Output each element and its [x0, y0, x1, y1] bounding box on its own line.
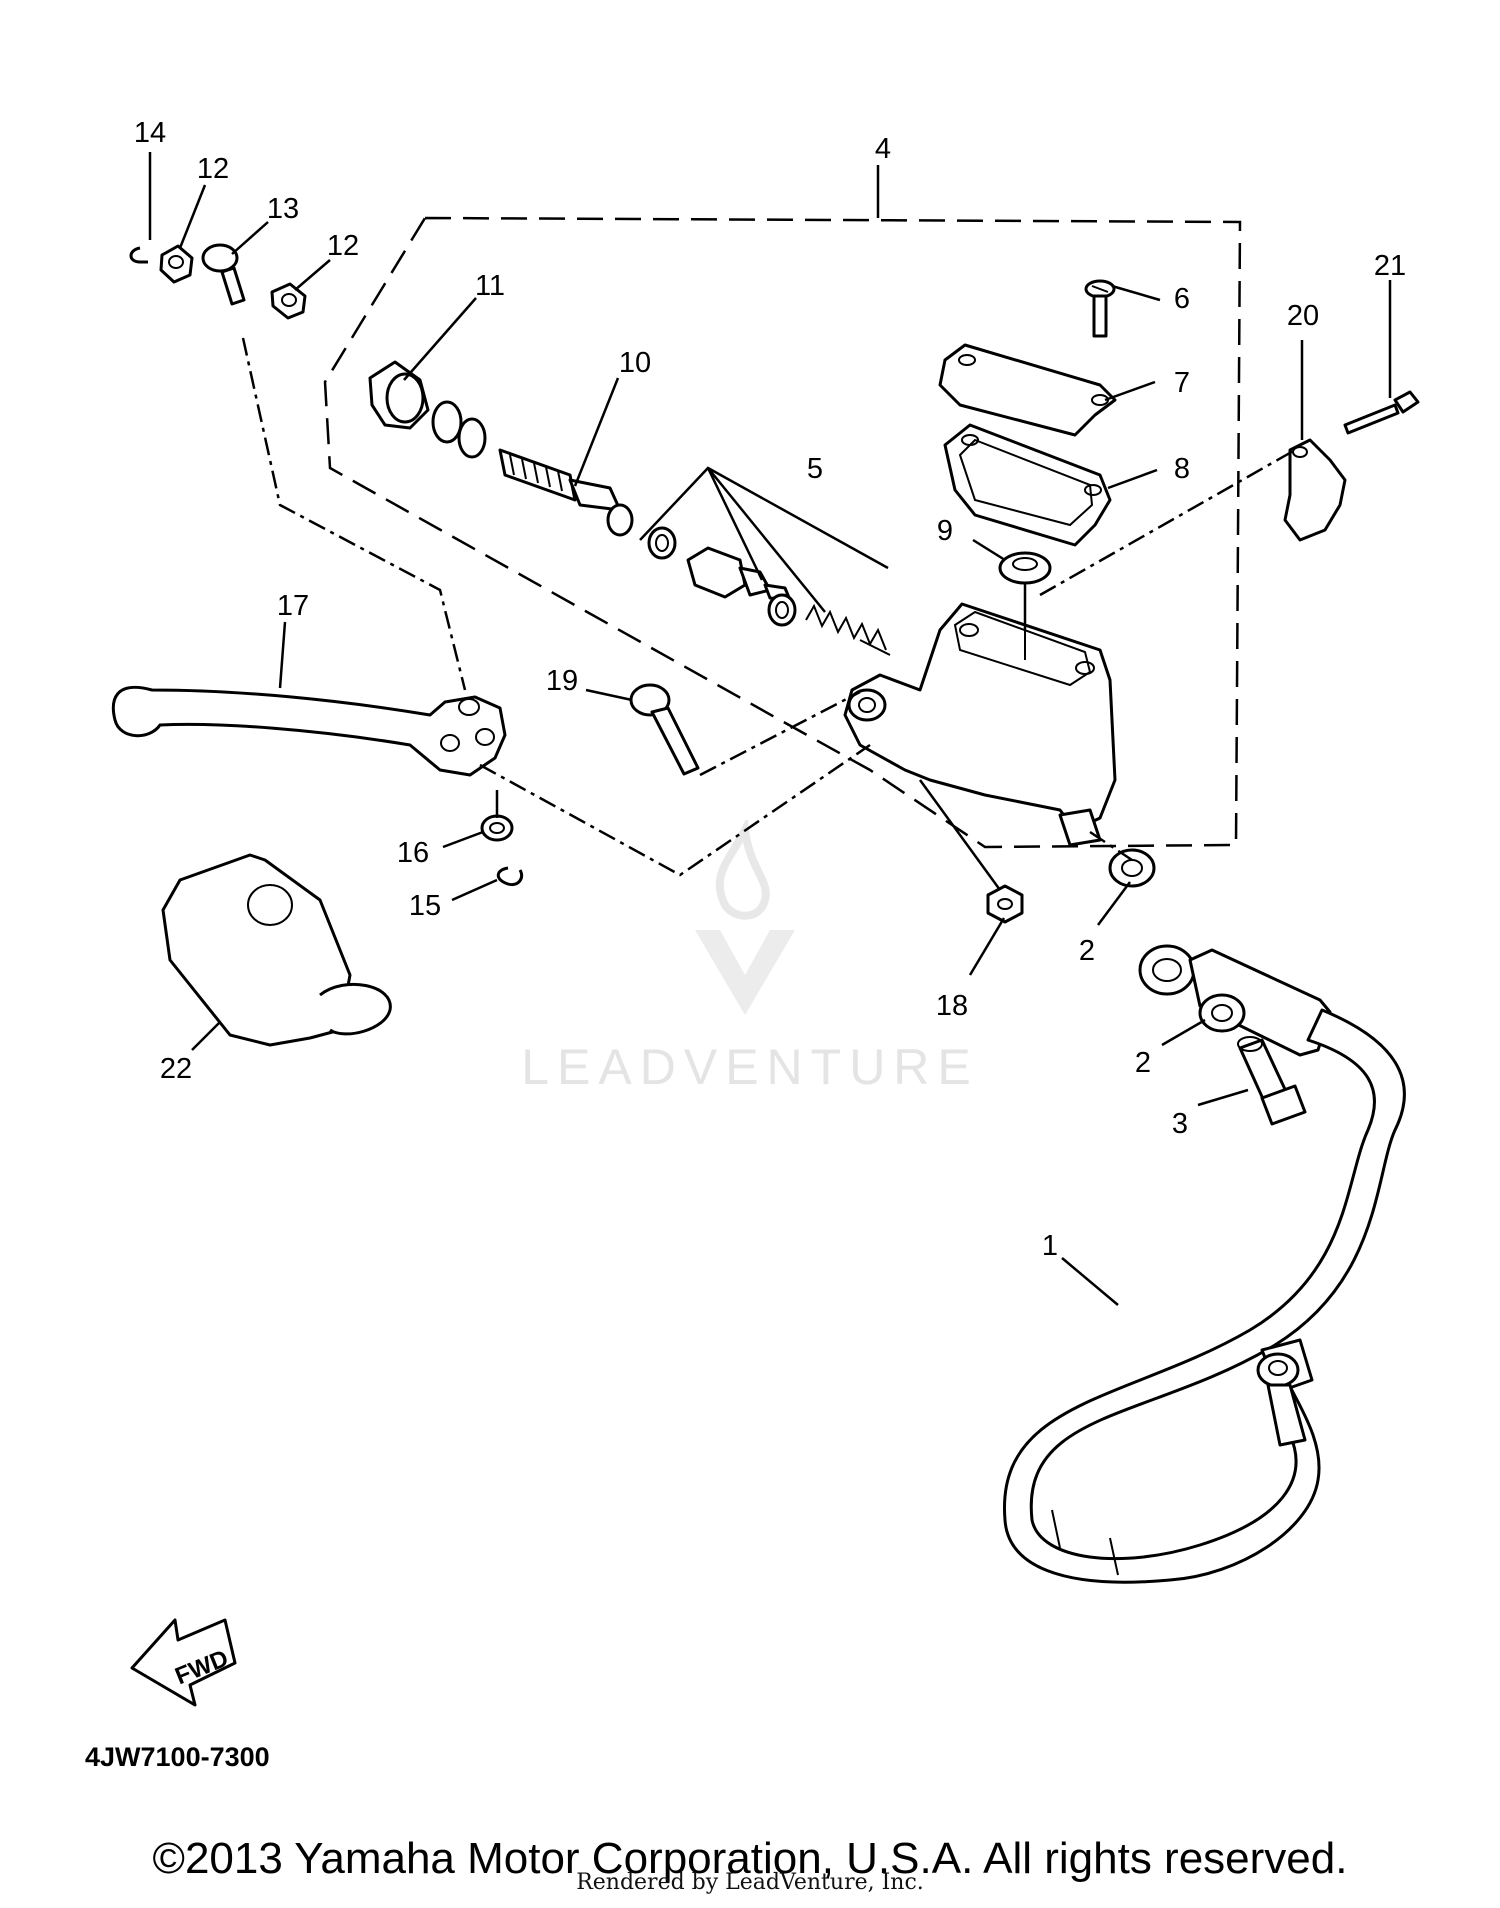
part-1-brake-hose[interactable]: [1003, 944, 1406, 1584]
fwd-arrow-icon: FWD: [130, 1618, 237, 1707]
callout-18: 18: [936, 990, 968, 1022]
callout-11: 11: [475, 270, 505, 302]
callout-12-left: 12: [197, 153, 229, 185]
part-20-holder[interactable]: [1283, 438, 1347, 542]
assembly-4-boundary: [323, 216, 1242, 849]
part-7-reservoir-cap[interactable]: [938, 343, 1117, 437]
part-5-piston-kit[interactable]: [647, 526, 891, 656]
callout-4: 4: [875, 133, 891, 165]
master-cylinder-body[interactable]: [843, 602, 1117, 847]
rendered-by-credit: Rendered by LeadVenture, Inc.: [576, 1870, 924, 1895]
callout-16: 16: [397, 837, 429, 869]
diagram-code: 4JW7100-7300: [85, 1742, 270, 1772]
callout-17: 17: [277, 590, 309, 622]
callout-22: 22: [160, 1053, 192, 1085]
part-6-screw[interactable]: [1084, 279, 1116, 338]
part-21-bolt[interactable]: [1343, 390, 1420, 435]
callout-20: 20: [1287, 300, 1319, 332]
callout-3: 3: [1172, 1108, 1188, 1140]
callout-6: 6: [1174, 283, 1190, 315]
callout-8: 8: [1174, 453, 1190, 485]
callout-14: 14: [134, 117, 166, 149]
callout-10: 10: [619, 347, 651, 379]
part-19-pivot-bolt[interactable]: [629, 683, 700, 776]
part-12-nut-left[interactable]: [159, 244, 194, 284]
callout-19: 19: [546, 665, 578, 697]
watermark-text: LEADVENTURE: [521, 1039, 979, 1095]
part-22-lever-cover[interactable]: [161, 853, 392, 1047]
part-17-clutch-lever[interactable]: [111, 685, 507, 777]
callout-2-lower: 2: [1135, 1047, 1151, 1079]
leader-lines: [148, 152, 1392, 1306]
callout-2-upper: 2: [1079, 935, 1095, 967]
callout-9: 9: [937, 515, 953, 547]
callout-7: 7: [1174, 367, 1190, 399]
callout-21: 21: [1374, 250, 1406, 282]
part-12-nut-right[interactable]: [270, 282, 307, 320]
part-18-nut[interactable]: [986, 884, 1024, 924]
callout-13: 13: [267, 193, 299, 225]
part-16-washer[interactable]: [480, 814, 514, 842]
part-2-washer-lower[interactable]: [1198, 993, 1246, 1033]
part-15-circlip[interactable]: [496, 866, 524, 887]
callout-12-right: 12: [327, 230, 359, 262]
part-13-pivot-bolt[interactable]: [201, 243, 246, 306]
callout-1: 1: [1042, 1230, 1058, 1262]
copyright-notice: ©2013 Yamaha Motor Corporation, U.S.A. A…: [152, 1834, 1348, 1883]
part-14-clip[interactable]: [129, 246, 148, 264]
part-9-cap-insert[interactable]: [998, 551, 1052, 585]
callout-5: 5: [807, 453, 823, 485]
part-11-dust-boot[interactable]: [368, 360, 487, 459]
part-3-union-bolt[interactable]: [1237, 1036, 1307, 1126]
callout-labels: 14 12 13 12 4 11 10 5 6 7 8 9 21 20 17 1…: [134, 117, 1406, 1262]
leadventure-logo-watermark: [695, 820, 795, 1015]
part-2-washer-upper[interactable]: [1108, 848, 1156, 888]
part-8-diaphragm[interactable]: [943, 423, 1112, 547]
part-10-push-rod[interactable]: [498, 448, 634, 537]
callout-15: 15: [409, 890, 441, 922]
assembly-lines: [241, 337, 1296, 891]
